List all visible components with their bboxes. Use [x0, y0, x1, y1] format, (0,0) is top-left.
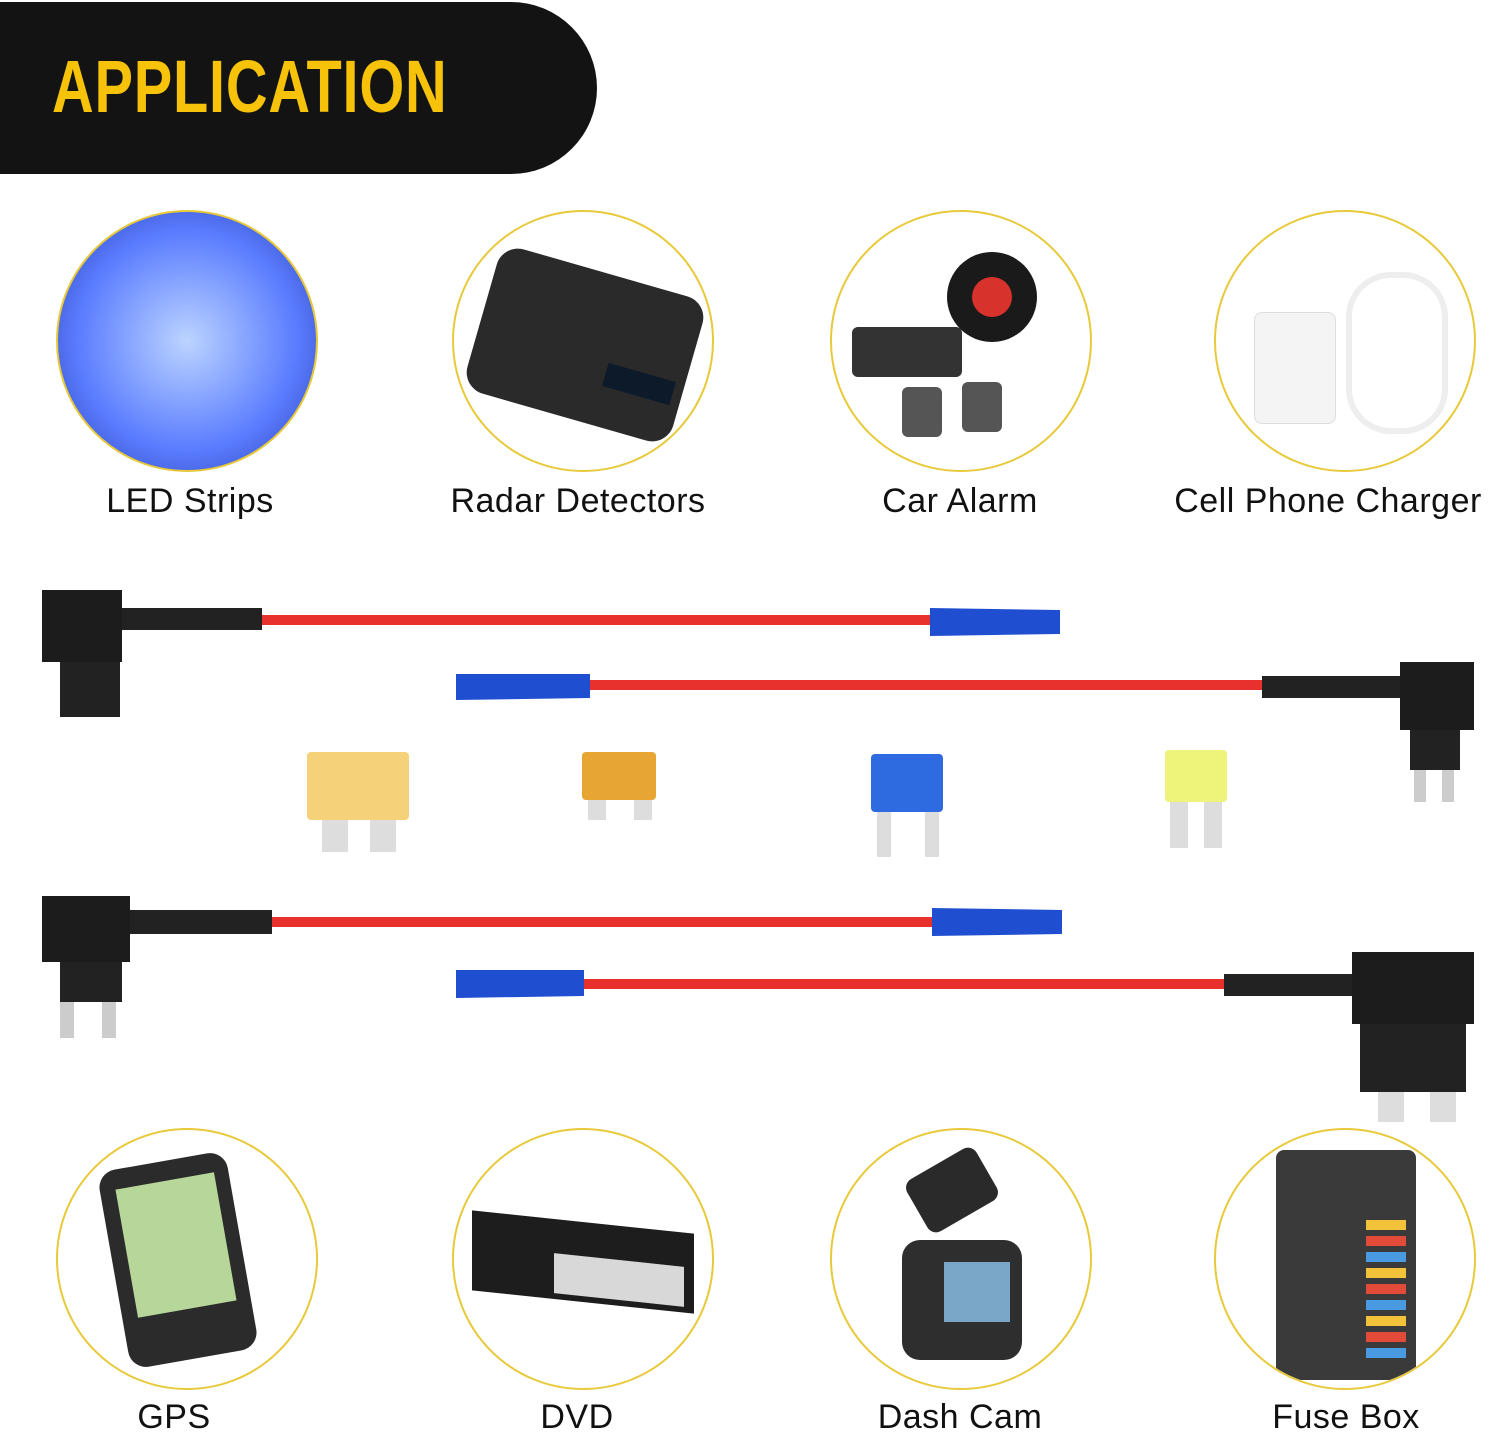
label-car-alarm: Car Alarm [882, 482, 1038, 520]
fuse-box-icon [1214, 1128, 1476, 1390]
car-alarm-icon [830, 210, 1092, 472]
label-led-strips: LED Strips [106, 482, 274, 520]
fuse-tap-3 [42, 896, 1062, 1038]
dvd-icon [452, 1128, 714, 1390]
label-fuse-box: Fuse Box [1272, 1398, 1420, 1434]
fuses [307, 750, 1227, 857]
fuse-tap-2 [456, 662, 1474, 802]
label-cell-phone-charger: Cell Phone Charger [1174, 482, 1482, 520]
header-banner: APPLICATION [0, 2, 597, 174]
label-radar-detectors: Radar Detectors [450, 482, 706, 520]
label-gps: GPS [137, 1398, 211, 1434]
charger-icon [1214, 210, 1476, 472]
gps-icon [56, 1128, 318, 1390]
page-title: APPLICATION [52, 45, 448, 128]
led-strip-icon [56, 210, 318, 472]
fuse-tap-1 [42, 590, 1060, 717]
radar-detector-icon [452, 210, 714, 472]
label-dash-cam: Dash Cam [877, 1398, 1043, 1434]
dash-cam-icon [830, 1128, 1092, 1390]
label-dvd: DVD [540, 1398, 614, 1434]
fuse-tap-4 [456, 952, 1474, 1122]
